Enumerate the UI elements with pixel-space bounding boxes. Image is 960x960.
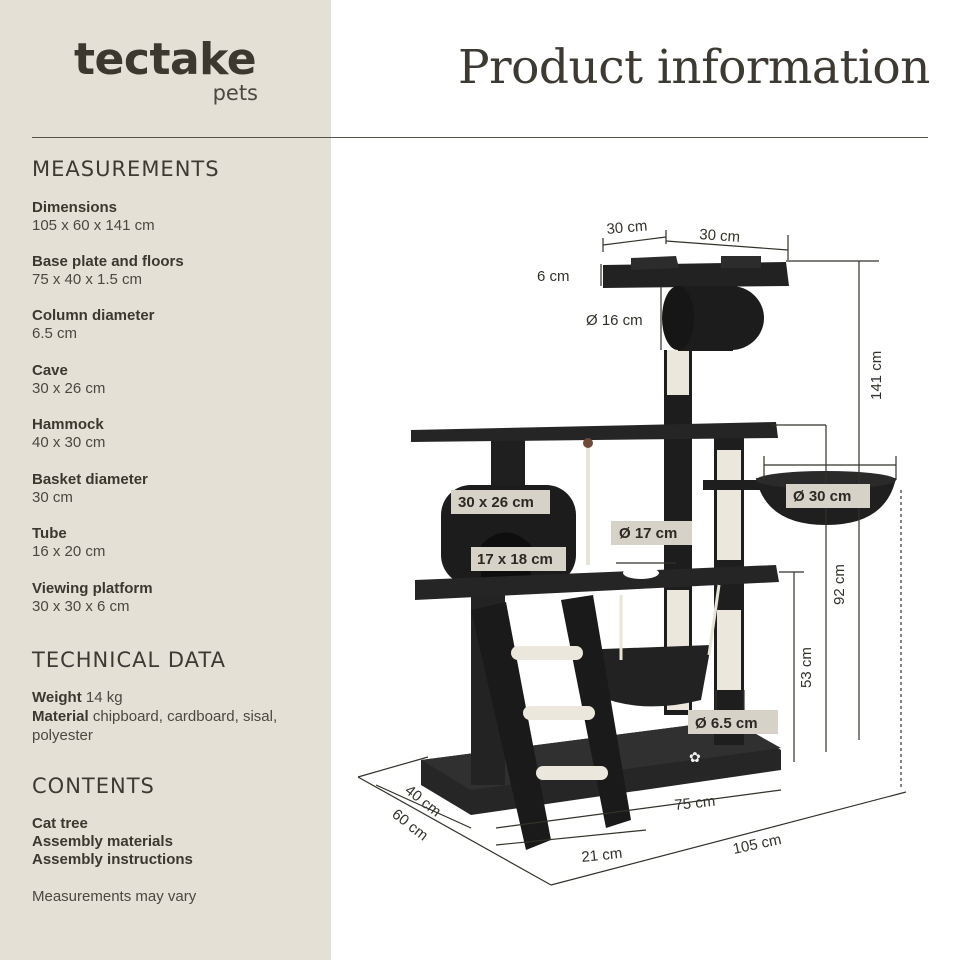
dim-basket-height: 92 cm (831, 564, 848, 605)
spec-label: Viewing platform (32, 580, 153, 597)
dim-top-width: 30 cm (699, 226, 741, 246)
dim-cave: 30 x 26 cm (458, 494, 534, 511)
label-box (471, 547, 566, 571)
spec-label: Column diameter (32, 307, 155, 324)
dim-hole-diameter: Ø 17 cm (619, 525, 677, 542)
material-label: Material (32, 708, 89, 725)
measurements-heading: MEASUREMENTS (32, 157, 220, 181)
weight-label: Weight (32, 689, 82, 706)
spec-label: Cave (32, 362, 68, 379)
spec-value: 40 x 30 cm (32, 434, 106, 451)
material-value: chipboard, cardboard, sisal, polyester (32, 708, 278, 744)
weight-value: 14 kg (85, 689, 123, 706)
label-box (786, 484, 870, 508)
cat-tree-diagram: ✿ (357, 217, 907, 886)
spec-base-plate: Base plate and floors 75 x 40 x 1.5 cm (32, 253, 322, 289)
dim-tube-diameter: Ø 16 cm (586, 312, 643, 329)
spec-viewing-platform: Viewing platform 30 x 30 x 6 cm (32, 580, 322, 616)
spec-label: Base plate and floors (32, 253, 184, 270)
paw-icon: ✿ (689, 749, 701, 765)
dim-ladder-offset: 21 cm (581, 845, 623, 866)
brand-logo: tectake pets (74, 34, 260, 105)
dimension-lines (357, 230, 907, 886)
spec-value: 75 x 40 x 1.5 cm (32, 271, 143, 288)
contents-heading: CONTENTS (32, 774, 155, 798)
spec-value: 16 x 20 cm (32, 543, 106, 560)
dim-cave-opening: 17 x 18 cm (477, 551, 553, 568)
spec-label: Dimensions (32, 199, 118, 216)
spec-label: Basket diameter (32, 471, 148, 488)
dim-basket-diameter: Ø 30 cm (793, 488, 851, 505)
spec-cave: Cave 30 x 26 cm (32, 362, 322, 398)
spec-value: 30 cm (32, 489, 73, 506)
spec-value: 6.5 cm (32, 325, 78, 342)
spec-dimensions: Dimensions 105 x 60 x 141 cm (32, 199, 322, 235)
page-title: Product information (458, 40, 930, 95)
dim-column-diameter: Ø 6.5 cm (695, 715, 758, 732)
brand-name: tectake (74, 34, 257, 85)
header-divider (32, 137, 928, 138)
spec-label: Hammock (32, 416, 104, 433)
measurements-note: Measurements may vary (32, 888, 197, 905)
spec-value: 30 x 26 cm (32, 380, 106, 397)
spec-basket: Basket diameter 30 cm (32, 471, 322, 507)
technical-data: Weight 14 kg Material chipboard, cardboa… (32, 688, 322, 745)
dim-total-height: 141 cm (868, 351, 885, 400)
contents-list: Cat tree Assembly materials Assembly ins… (32, 815, 193, 869)
spec-hammock: Hammock 40 x 30 cm (32, 416, 322, 452)
dim-top-height: 6 cm (537, 268, 570, 285)
label-box (611, 521, 692, 545)
dim-total-width: 105 cm (731, 831, 783, 858)
technical-heading: TECHNICAL DATA (32, 648, 226, 672)
contents-item: Assembly instructions (32, 851, 193, 868)
spec-tube: Tube 16 x 20 cm (32, 525, 322, 561)
contents-item: Assembly materials (32, 833, 173, 850)
label-box (451, 490, 550, 514)
brand-sub: pets (212, 81, 258, 105)
dim-base-width: 75 cm (674, 793, 716, 814)
spec-label: Tube (32, 525, 67, 542)
sidebar-panel (0, 0, 331, 960)
spec-value: 105 x 60 x 141 cm (32, 217, 155, 234)
label-box (688, 710, 778, 734)
spec-value: 30 x 30 x 6 cm (32, 598, 130, 615)
spec-column: Column diameter 6.5 cm (32, 307, 322, 343)
dim-middle-height: 53 cm (798, 647, 815, 688)
contents-item: Cat tree (32, 815, 88, 832)
dim-top-depth: 30 cm (606, 217, 648, 237)
